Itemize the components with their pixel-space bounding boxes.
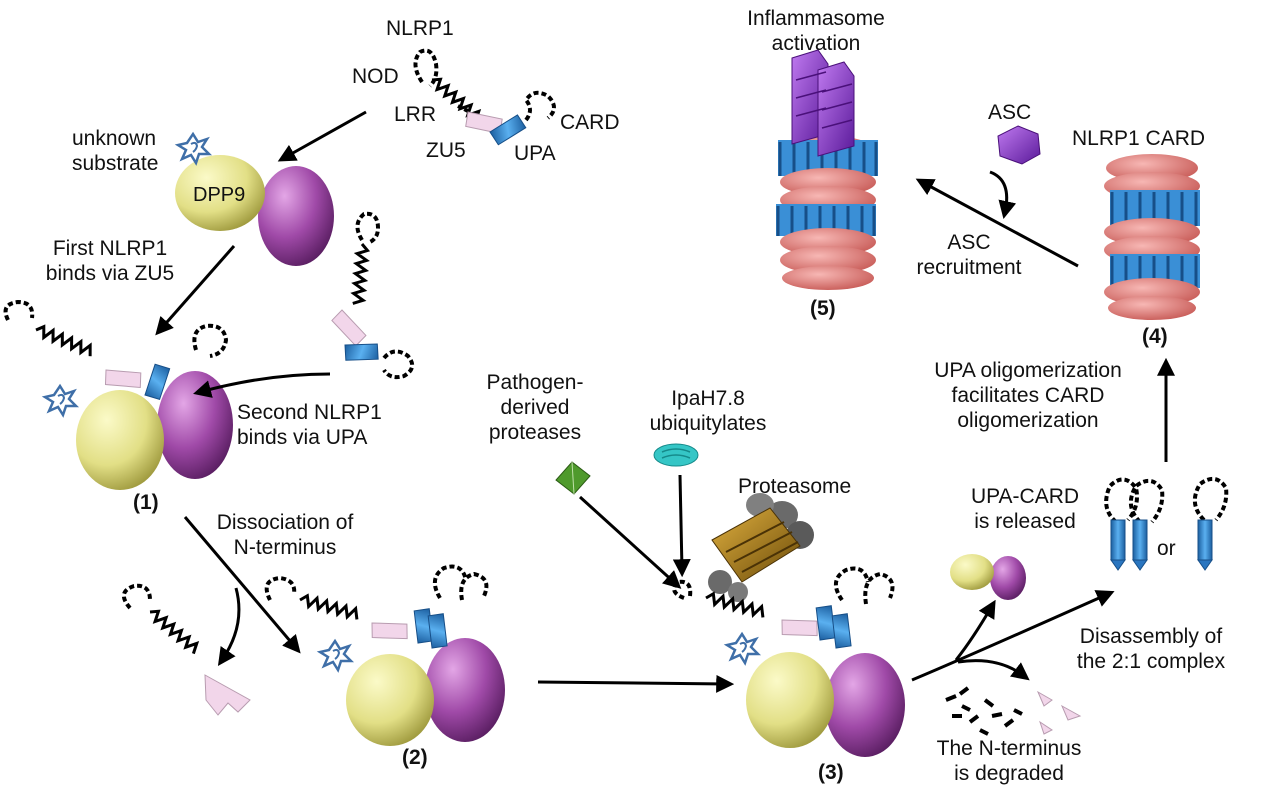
pathogen-protease-icon	[555, 461, 591, 495]
pathogen-proteases-label: Pathogen- derived proteases	[486, 371, 584, 444]
zu5-label: ZU5	[426, 139, 466, 162]
inflammasome-5	[776, 49, 878, 290]
ipah-label: IpaH7.8 ubiquitylates	[649, 387, 767, 435]
nlrp1-label: NLRP1	[386, 17, 454, 40]
inflammasome-activation-label: Inflammasome activation	[747, 7, 885, 55]
arrows	[155, 110, 1175, 693]
card-filament-4	[1104, 154, 1200, 320]
nlrp1-card-label: NLRP1 CARD	[1072, 127, 1206, 150]
upa-card-released-label: UPA-CARD is released	[970, 485, 1080, 533]
upa-label: UPA	[514, 142, 556, 165]
second-binds-label: Second NLRP1 binds via UPA	[237, 401, 382, 449]
card-label: CARD	[560, 111, 620, 134]
nod-label: NOD	[352, 65, 399, 88]
released-n-terminus	[122, 583, 251, 716]
asc-icon	[997, 125, 1041, 165]
step-5-label: (5)	[810, 297, 836, 320]
ipah-ubiquitin-icon	[653, 443, 699, 467]
nlrp1-monomer-top	[413, 48, 556, 147]
disassembly-label: Disassembly of the 2:1 complex	[1076, 625, 1226, 673]
released-dpp9	[950, 554, 1026, 600]
step-3-label: (3)	[818, 761, 844, 784]
step-2-label: (2)	[402, 746, 428, 769]
first-binds-label: First NLRP1 binds via ZU5	[45, 237, 175, 285]
complex-1	[3, 299, 233, 490]
upa-oligomerization-label: UPA oligomerization facilitates CARD oli…	[934, 359, 1122, 432]
complex-3	[672, 566, 905, 757]
released-upa-card	[1104, 476, 1229, 571]
or-label: or	[1157, 537, 1176, 560]
asc-recruitment-label: ASC recruitment	[916, 231, 1022, 279]
dissociation-label: Dissociation of N-terminus	[216, 511, 354, 559]
complex-2	[264, 564, 505, 746]
lrr-label: LRR	[394, 103, 437, 126]
asc-label: ASC	[988, 101, 1032, 124]
nlrp1-monomer-second	[329, 211, 415, 380]
step-4-label: (4)	[1142, 325, 1168, 348]
step-1-label: (1)	[133, 491, 159, 514]
degraded-fragments	[945, 686, 1082, 736]
n-terminus-degraded-label: The N-terminus is degraded	[936, 737, 1082, 785]
proteasome-label: Proteasome	[738, 475, 852, 498]
proteasome-icon	[708, 493, 814, 602]
dpp9-label: DPP9	[193, 184, 246, 206]
dpp9-dimer-top	[175, 132, 334, 266]
unknown-substrate-label: unknown substrate	[72, 127, 159, 175]
